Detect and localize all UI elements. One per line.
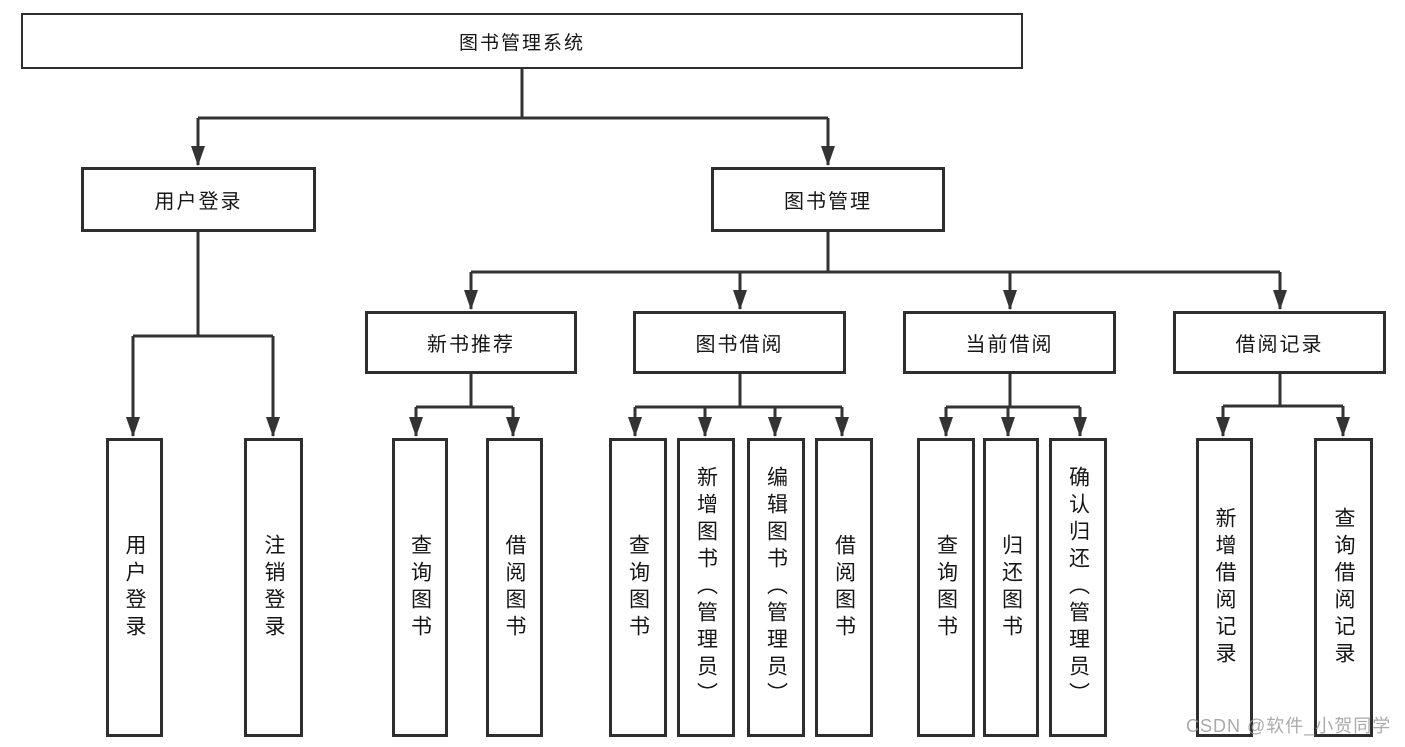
node-label: 新书推荐 [427, 334, 515, 356]
node-label: 用户登录 [123, 533, 146, 642]
node-book-borrowing: 图书借阅 [633, 311, 846, 374]
node-label: 编辑图书（管理员） [764, 466, 788, 709]
node-book-management-branch: 图书管理 [711, 167, 945, 232]
leaf-br-query-record: 查询借阅记录 [1314, 438, 1373, 737]
node-system-root: 图书管理系统 [21, 13, 1023, 69]
node-label: 注销登录 [262, 533, 285, 642]
node-label: 图书借阅 [695, 334, 784, 356]
node-label: 用户登录 [154, 191, 243, 213]
leaf-bb-borrow-books: 借阅图书 [815, 438, 873, 737]
node-label: 借阅图书 [832, 533, 856, 642]
node-label: 图书管理 [784, 191, 872, 213]
node-label: 查询借阅记录 [1332, 506, 1355, 669]
csdn-watermark: CSDN @软件_小贺同学 [1186, 716, 1392, 736]
node-label: 借阅图书 [503, 533, 526, 642]
leaf-cb-confirm-return-admin: 确认归还（管理员） [1049, 438, 1107, 737]
leaf-cb-query-books: 查询图书 [917, 438, 975, 737]
node-new-book-recommend: 新书推荐 [365, 311, 577, 374]
leaf-logout: 注销登录 [244, 438, 303, 737]
node-label: 借阅记录 [1235, 334, 1324, 356]
leaf-bb-add-books-admin: 新增图书（管理员） [677, 438, 735, 737]
node-label: 查询图书 [934, 533, 958, 642]
leaf-cb-return-books: 归还图书 [983, 438, 1039, 737]
node-label: 当前借阅 [965, 334, 1054, 356]
leaf-nbr-query-books: 查询图书 [392, 438, 448, 737]
leaf-bb-query-books: 查询图书 [609, 438, 667, 737]
leaf-br-add-record: 新增借阅记录 [1196, 438, 1253, 737]
node-label: 图书管理系统 [458, 32, 585, 54]
node-label: 查询图书 [408, 533, 432, 642]
leaf-nbr-borrow-books: 借阅图书 [486, 438, 543, 737]
node-borrowing-records: 借阅记录 [1173, 311, 1386, 374]
node-label: 新增图书（管理员） [694, 466, 718, 709]
node-label: 新增借阅记录 [1213, 506, 1236, 669]
node-label: 查询图书 [626, 533, 650, 642]
connector-trunks [133, 69, 1343, 409]
connector-arrows [126, 118, 1350, 437]
node-label: 归还图书 [999, 533, 1023, 642]
node-user-login-branch: 用户登录 [81, 167, 316, 232]
node-current-borrowing: 当前借阅 [903, 311, 1116, 374]
node-label: 确认归还（管理员） [1066, 466, 1090, 709]
leaf-user-login: 用户登录 [106, 438, 163, 737]
leaf-bb-edit-books-admin: 编辑图书（管理员） [747, 438, 805, 737]
